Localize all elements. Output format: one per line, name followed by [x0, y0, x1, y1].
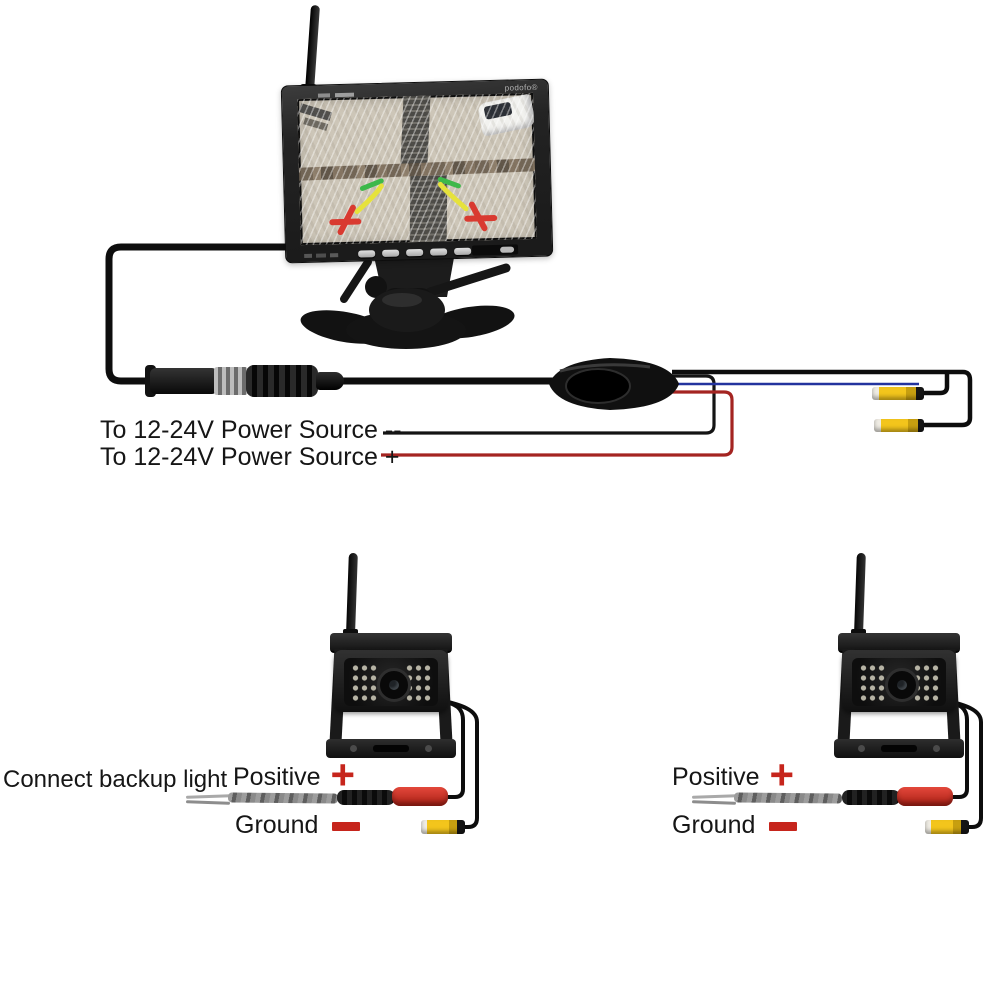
monitor-button	[406, 248, 424, 257]
dc-plug-body	[150, 368, 216, 394]
inline-connector-black-right	[842, 790, 900, 805]
cable-junction	[549, 358, 679, 410]
parking-guideline-left	[329, 178, 384, 236]
inline-connector-red-right	[897, 787, 953, 806]
monitor-buttons	[358, 247, 472, 258]
label-positive-right: Positive +	[672, 754, 794, 796]
dc-cable-taper	[316, 372, 344, 390]
camera-antenna	[854, 552, 866, 636]
positive-power-wire	[381, 390, 734, 457]
dc-knurled-ring	[214, 367, 248, 395]
minus-icon	[769, 821, 798, 831]
minus-icon	[332, 821, 361, 831]
label-power-negative: To 12-24V Power Source --	[100, 416, 402, 444]
monitor-cable	[105, 243, 560, 385]
screw-hole	[425, 745, 432, 752]
rca-connector-video-2	[874, 419, 924, 432]
camera-mount-base	[834, 739, 964, 758]
backup-camera-left	[326, 552, 456, 759]
parking-guideline-right	[437, 176, 498, 232]
camera-body	[842, 650, 956, 712]
screw-hole	[858, 745, 865, 752]
camera-lens	[885, 668, 919, 702]
video-cable-lower	[672, 369, 973, 428]
camera-body	[334, 650, 448, 712]
screw-hole	[933, 745, 940, 752]
negative-power-wire	[383, 374, 716, 435]
ground-text: Ground	[672, 811, 756, 839]
monitor-button	[430, 248, 448, 256]
camera-left-video-lead	[439, 698, 479, 829]
monitor-button	[358, 250, 376, 258]
label-ground-left: Ground	[235, 811, 361, 839]
twisted-power-wire-left	[227, 792, 339, 804]
ir-led-array-left	[859, 663, 885, 701]
mount-slot	[373, 745, 409, 752]
monitor: podofo®	[280, 78, 554, 264]
dc-ribbed-barrel	[246, 365, 318, 397]
camera-antenna	[346, 552, 358, 636]
rca-connector-camera-right	[925, 820, 969, 834]
label-ground-right: Ground	[672, 811, 798, 839]
ir-led-array-left	[351, 663, 377, 701]
label-connect-backup-light: Connect backup light	[3, 766, 228, 793]
camera-lens	[377, 668, 411, 702]
inline-connector-black-left	[337, 790, 395, 805]
monitor-button	[454, 247, 472, 256]
camera-mount-base	[326, 739, 456, 758]
camera-face	[344, 658, 438, 706]
rca-connector-camera-left	[421, 820, 465, 834]
rca-connector-video-1	[872, 387, 924, 400]
brand-logo: podofo®	[504, 82, 538, 93]
label-positive-left: Positive +	[233, 754, 355, 796]
monitor-button	[500, 246, 515, 253]
bezel-bottom-markings	[304, 253, 339, 258]
monitor-stand	[300, 252, 515, 349]
positive-text: Positive	[233, 763, 321, 791]
plus-icon: +	[330, 751, 356, 799]
positive-text: Positive	[672, 763, 760, 791]
plus-icon: +	[769, 751, 795, 799]
screw-hole	[350, 745, 357, 752]
video-cable-upper	[922, 373, 950, 396]
monitor-button	[382, 249, 400, 257]
backup-camera-right	[834, 552, 964, 759]
camera-face	[852, 658, 946, 706]
parking-guidelines	[329, 176, 498, 236]
dc-power-connector	[145, 363, 346, 399]
ground-text: Ground	[235, 811, 319, 839]
label-power-positive: To 12-24V Power Source +	[100, 443, 400, 471]
mount-slot	[881, 745, 917, 752]
camera-right-video-lead	[943, 698, 983, 829]
monitor-screen	[297, 92, 537, 246]
inline-connector-red-left	[392, 787, 448, 806]
